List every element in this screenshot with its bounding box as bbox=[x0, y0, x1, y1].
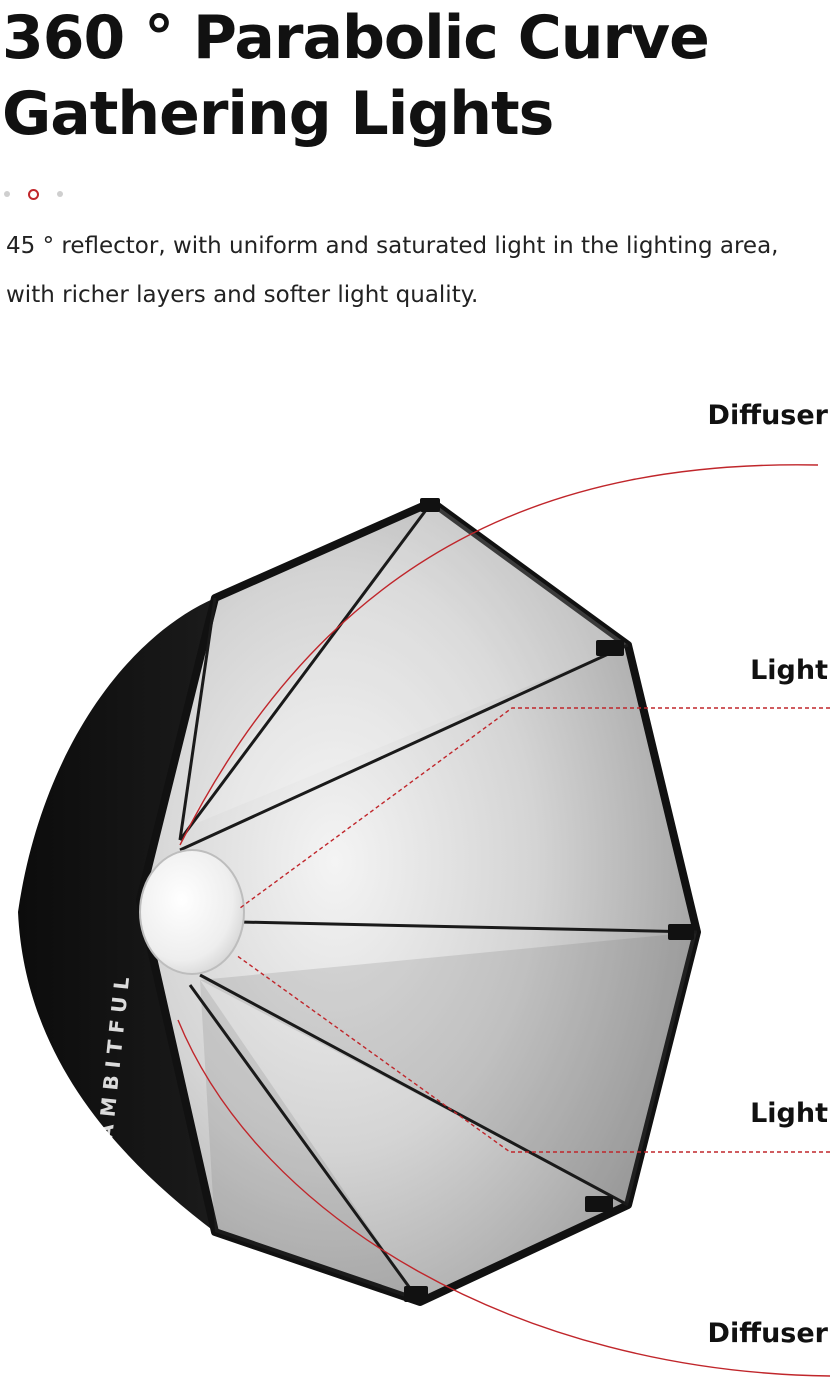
callout-label-diffuser-bottom: Diffuser bbox=[707, 1318, 828, 1349]
center-light-bulb bbox=[139, 849, 245, 975]
description-line-1: 45 ° reflector, with uniform and saturat… bbox=[6, 233, 779, 259]
description: 45 ° reflector, with uniform and saturat… bbox=[6, 222, 832, 320]
carousel-dot-3[interactable] bbox=[57, 191, 63, 197]
carousel-indicator bbox=[4, 188, 63, 200]
headline-line-2: Gathering Lights bbox=[2, 79, 554, 149]
callout-line-light-top bbox=[239, 707, 830, 909]
callout-label-light-top: Light bbox=[750, 655, 828, 686]
callout-lines bbox=[177, 464, 831, 1377]
softbox-illustration: A M B I T F U L bbox=[18, 464, 831, 1377]
headline: 360 ° Parabolic Curve Gathering Lights bbox=[2, 0, 710, 152]
carousel-dot-1[interactable] bbox=[4, 191, 10, 197]
carousel-dot-2-active[interactable] bbox=[28, 188, 39, 200]
headline-line-1: 360 ° Parabolic Curve bbox=[2, 3, 710, 73]
callout-line-light-bottom bbox=[235, 954, 830, 1153]
callout-label-light-bottom: Light bbox=[750, 1098, 828, 1129]
callout-label-diffuser-top: Diffuser bbox=[707, 400, 828, 431]
callout-line-diffuser-bottom bbox=[177, 1019, 831, 1377]
callout-line-diffuser-top bbox=[179, 464, 819, 846]
description-line-2: with richer layers and softer light qual… bbox=[6, 282, 479, 308]
